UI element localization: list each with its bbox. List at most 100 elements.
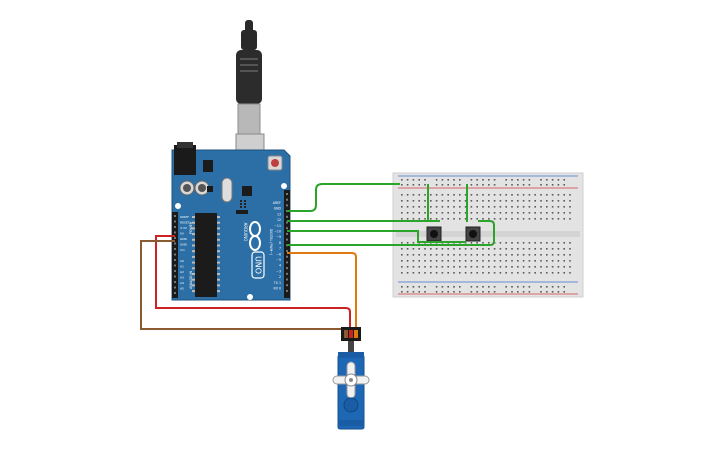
usb-cable[interactable] xyxy=(235,20,265,169)
breadboard-hole[interactable] xyxy=(482,200,484,202)
breadboard-hole[interactable] xyxy=(557,184,560,186)
breadboard-hole[interactable] xyxy=(476,266,478,268)
breadboard-hole[interactable] xyxy=(424,194,426,196)
breadboard-hole[interactable] xyxy=(482,194,484,196)
breadboard-hole[interactable] xyxy=(424,260,426,262)
breadboard-hole[interactable] xyxy=(540,212,542,214)
breadboard-hole[interactable] xyxy=(447,248,449,250)
breadboard-hole[interactable] xyxy=(517,260,519,262)
breadboard-hole[interactable] xyxy=(528,286,531,288)
breadboard-hole[interactable] xyxy=(464,206,467,208)
breadboard-hole[interactable] xyxy=(528,242,531,244)
breadboard-hole[interactable] xyxy=(406,179,409,181)
breadboard-hole[interactable] xyxy=(482,242,484,244)
breadboard-hole[interactable] xyxy=(546,184,548,186)
breadboard-hole[interactable] xyxy=(493,179,496,181)
breadboard-hole[interactable] xyxy=(517,212,519,214)
breadboard-hole[interactable] xyxy=(476,291,478,293)
breadboard-hole[interactable] xyxy=(499,272,502,274)
breadboard-hole[interactable] xyxy=(534,242,536,244)
breadboard-hole[interactable] xyxy=(418,194,420,196)
breadboard-hole[interactable] xyxy=(482,184,484,186)
breadboard-hole[interactable] xyxy=(412,286,415,288)
breadboard-hole[interactable] xyxy=(499,218,502,220)
breadboard-hole[interactable] xyxy=(557,266,560,268)
breadboard-hole[interactable] xyxy=(476,260,478,262)
digital-pin[interactable] xyxy=(286,261,288,264)
breadboard-hole[interactable] xyxy=(528,248,531,250)
breadboard-hole[interactable] xyxy=(430,206,432,208)
breadboard-hole[interactable] xyxy=(401,260,403,262)
breadboard-hole[interactable] xyxy=(528,291,531,293)
breadboard-hole[interactable] xyxy=(441,266,444,268)
breadboard-hole[interactable] xyxy=(505,242,507,244)
breadboard-hole[interactable] xyxy=(546,248,548,250)
breadboard-hole[interactable] xyxy=(499,254,502,256)
breadboard-hole[interactable] xyxy=(470,179,473,181)
breadboard-hole[interactable] xyxy=(517,200,519,202)
breadboard-hole[interactable] xyxy=(482,266,484,268)
breadboard-hole[interactable] xyxy=(540,184,542,186)
breadboard-hole[interactable] xyxy=(435,218,438,220)
breadboard-hole[interactable] xyxy=(488,291,490,293)
digital-pin[interactable] xyxy=(286,272,288,275)
breadboard-hole[interactable] xyxy=(447,291,449,293)
breadboard-hole[interactable] xyxy=(418,206,420,208)
breadboard-hole[interactable] xyxy=(551,260,554,262)
breadboard-hole[interactable] xyxy=(546,291,548,293)
breadboard-hole[interactable] xyxy=(459,206,461,208)
breadboard-hole[interactable] xyxy=(401,291,403,293)
breadboard-hole[interactable] xyxy=(441,206,444,208)
arduino-uno-board[interactable]: ARDUINO UNO AREFGND1312~11~10~987~6~54~3… xyxy=(171,142,291,301)
breadboard-hole[interactable] xyxy=(505,218,507,220)
breadboard-hole[interactable] xyxy=(522,291,525,293)
power-analog-pin[interactable] xyxy=(174,226,176,228)
breadboard-hole[interactable] xyxy=(418,272,420,274)
breadboard-hole[interactable] xyxy=(470,212,473,214)
breadboard-hole[interactable] xyxy=(476,194,478,196)
breadboard-hole[interactable] xyxy=(505,206,507,208)
breadboard-hole[interactable] xyxy=(493,260,496,262)
breadboard-hole[interactable] xyxy=(464,266,467,268)
breadboard-hole[interactable] xyxy=(569,212,571,214)
breadboard-hole[interactable] xyxy=(447,286,449,288)
breadboard-hole[interactable] xyxy=(511,291,513,293)
breadboard-hole[interactable] xyxy=(546,266,548,268)
breadboard-hole[interactable] xyxy=(511,212,513,214)
wire-button-feed-loop[interactable] xyxy=(287,220,495,246)
breadboard-hole[interactable] xyxy=(482,272,484,274)
breadboard-hole[interactable] xyxy=(470,200,473,202)
breadboard-hole[interactable] xyxy=(418,266,420,268)
breadboard-hole[interactable] xyxy=(453,291,455,293)
breadboard-hole[interactable] xyxy=(470,286,473,288)
breadboard-hole[interactable] xyxy=(435,286,438,288)
breadboard-hole[interactable] xyxy=(488,242,490,244)
breadboard-hole[interactable] xyxy=(482,286,484,288)
digital-pin[interactable] xyxy=(286,278,288,281)
breadboard-hole[interactable] xyxy=(546,272,548,274)
breadboard-hole[interactable] xyxy=(551,179,554,181)
breadboard-hole[interactable] xyxy=(476,272,478,274)
breadboard-hole[interactable] xyxy=(540,194,542,196)
breadboard-hole[interactable] xyxy=(412,291,415,293)
breadboard-hole[interactable] xyxy=(563,291,565,293)
breadboard-hole[interactable] xyxy=(534,212,536,214)
breadboard-hole[interactable] xyxy=(517,248,519,250)
breadboard-hole[interactable] xyxy=(557,212,560,214)
power-analog-pin[interactable] xyxy=(174,264,176,267)
breadboard-hole[interactable] xyxy=(424,184,426,186)
breadboard-hole[interactable] xyxy=(453,248,455,250)
breadboard-hole[interactable] xyxy=(406,286,409,288)
pushbutton-2[interactable] xyxy=(465,226,481,242)
breadboard-hole[interactable] xyxy=(505,286,507,288)
breadboard-hole[interactable] xyxy=(447,266,449,268)
breadboard-hole[interactable] xyxy=(511,254,513,256)
breadboard-hole[interactable] xyxy=(453,212,455,214)
breadboard-hole[interactable] xyxy=(569,248,571,250)
breadboard-hole[interactable] xyxy=(499,266,502,268)
breadboard-hole[interactable] xyxy=(551,206,554,208)
breadboard-hole[interactable] xyxy=(528,212,531,214)
breadboard-hole[interactable] xyxy=(488,194,490,196)
breadboard-hole[interactable] xyxy=(453,206,455,208)
breadboard-hole[interactable] xyxy=(459,272,461,274)
